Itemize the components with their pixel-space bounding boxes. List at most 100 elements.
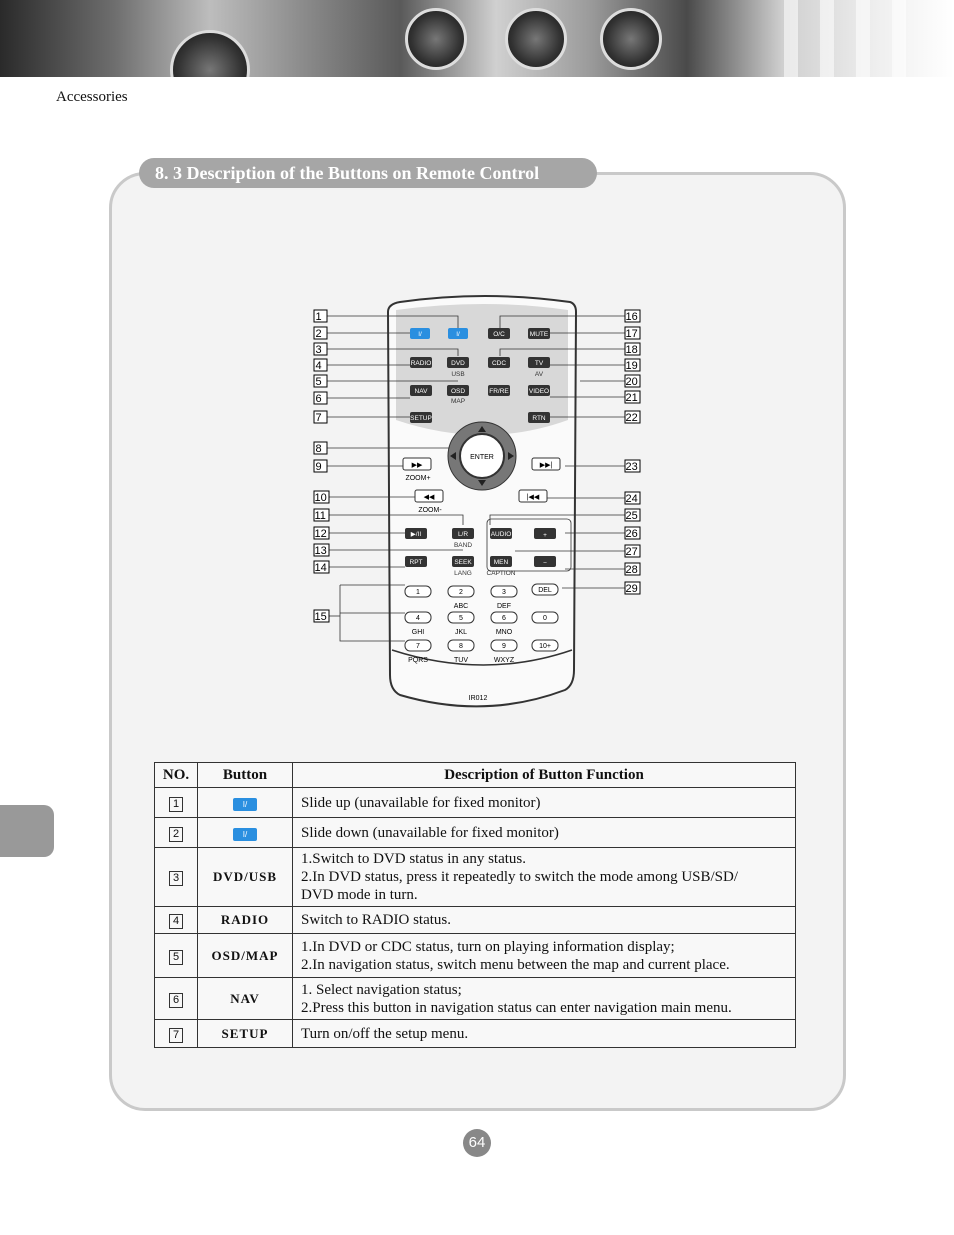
mute-button <box>528 328 550 339</box>
next-track-button <box>531 457 561 471</box>
callout-11: 11 <box>315 510 326 522</box>
key-3: 3 <box>502 589 506 596</box>
radio-button <box>410 357 432 368</box>
callout-6: 6 <box>316 393 322 405</box>
oc-button <box>488 328 510 339</box>
callout-5: 5 <box>316 376 322 388</box>
callout-14: 14 <box>315 562 327 574</box>
callout-8: 8 <box>316 443 322 455</box>
banner-stripe <box>856 0 870 77</box>
svg-text:LANG: LANG <box>454 570 472 577</box>
remote-buttons: I/ I/ O/C MUTE RADIO DVD USB CDC TV AV N… <box>402 328 561 664</box>
row-description: 2.Press this button in navigation status… <box>301 999 732 1016</box>
fast-forward-button <box>402 457 432 471</box>
osd-button <box>447 385 469 396</box>
lr-button <box>452 528 474 539</box>
callout-4: 4 <box>316 360 322 372</box>
callout-15: 15 <box>315 611 327 623</box>
svg-text:JKL: JKL <box>455 629 467 636</box>
side-tab-marker <box>0 805 54 857</box>
row-number: 2 <box>169 826 183 842</box>
callout-21: 21 <box>626 392 638 404</box>
table-row: 5 OSD/MAP 1.In DVD or CDC status, turn o… <box>154 933 796 978</box>
volume-down-button <box>534 556 556 567</box>
row-button-label: DVD/USB <box>197 847 293 907</box>
speedometer-dial-icon <box>170 30 250 77</box>
svg-text:VIDEO: VIDEO <box>529 388 549 395</box>
svg-text:OSD: OSD <box>451 388 465 395</box>
callout-16: 16 <box>626 311 638 323</box>
frre-button <box>488 385 510 396</box>
prev-track-button <box>518 489 548 503</box>
slide-up-button <box>410 328 430 339</box>
header-banner-image <box>0 0 954 77</box>
callout-20: 20 <box>626 376 638 388</box>
button-description-table: NO. Button Description of Button Functio… <box>154 762 796 1048</box>
callout-18: 18 <box>626 344 638 356</box>
row-description: 2.In DVD status, press it repeatedly to … <box>301 869 739 885</box>
key-6: 6 <box>502 615 506 622</box>
table-header-row: NO. Button Description of Button Functio… <box>154 762 796 788</box>
row-description: DVD mode in turn. <box>301 887 418 903</box>
table-row: 1 I/ Slide up (unavailable for fixed mon… <box>154 787 796 818</box>
key-2: 2 <box>459 589 463 596</box>
rewind-button <box>414 489 444 503</box>
svg-text:ABC: ABC <box>454 603 468 610</box>
svg-text:L/R: L/R <box>458 531 468 538</box>
callout-25: 25 <box>626 510 638 522</box>
climate-knob-icon <box>505 8 567 70</box>
svg-text:▶▶: ▶▶ <box>412 462 423 469</box>
callout-26: 26 <box>626 528 638 540</box>
callout-19: 19 <box>626 360 638 372</box>
rpt-button <box>405 556 427 567</box>
row-description: 1. Select navigation status; <box>301 981 462 998</box>
row-button-label: NAV <box>197 977 293 1020</box>
climate-knob-icon <box>405 8 467 70</box>
svg-text:DVD: DVD <box>451 360 465 367</box>
svg-text:+: + <box>543 532 547 539</box>
callout-7: 7 <box>316 412 322 424</box>
table-row: 4 RADIO Switch to RADIO status. <box>154 906 796 934</box>
callout-28: 28 <box>626 564 638 576</box>
callout-3: 3 <box>316 344 322 356</box>
volume-up-button <box>534 528 556 539</box>
svg-text:CAPTION: CAPTION <box>487 570 516 577</box>
callout-24: 24 <box>626 493 638 505</box>
play-pause-button <box>405 528 427 539</box>
remote-top-panel <box>396 304 568 435</box>
svg-text:CDC: CDC <box>492 360 506 367</box>
svg-text:AUDIO: AUDIO <box>491 531 512 538</box>
row-description: 1.In DVD or CDC status, turn on playing … <box>301 938 675 955</box>
callout-23: 23 <box>626 461 638 473</box>
svg-text:BAND: BAND <box>454 542 472 549</box>
key-7: 7 <box>416 643 420 650</box>
slide-down-button <box>448 328 468 339</box>
svg-text:▶▶|: ▶▶| <box>540 462 553 469</box>
row-description: 2.In navigation status, switch menu betw… <box>301 956 730 973</box>
svg-text:MAP: MAP <box>451 398 465 405</box>
svg-text:RTN: RTN <box>532 415 546 422</box>
svg-text:USB: USB <box>451 371 464 378</box>
callout-13: 13 <box>315 545 327 557</box>
del-button <box>531 583 559 596</box>
svg-text:MNO: MNO <box>496 629 513 636</box>
svg-text:MUTE: MUTE <box>530 331 549 338</box>
slide-down-icon: I/ <box>233 827 257 841</box>
table-row: 7 SETUP Turn on/off the setup menu. <box>154 1019 796 1048</box>
key-10plus: 10+ <box>539 643 551 650</box>
callout-17: 17 <box>626 328 638 340</box>
row-number: 3 <box>169 871 183 886</box>
key-0: 0 <box>543 615 547 622</box>
svg-text:SEEK: SEEK <box>454 559 472 566</box>
svg-text:I/: I/ <box>418 331 422 338</box>
row-number: 5 <box>169 949 183 965</box>
row-number: 4 <box>169 914 183 929</box>
key-4: 4 <box>416 615 420 622</box>
callout-22: 22 <box>626 412 638 424</box>
setup-button <box>410 412 432 423</box>
header-button: Button <box>197 762 293 788</box>
row-button-label: RADIO <box>197 906 293 934</box>
page-number: 64 <box>463 1129 491 1157</box>
callout-2: 2 <box>316 328 322 340</box>
table-row: 2 I/ Slide down (unavailable for fixed m… <box>154 817 796 848</box>
